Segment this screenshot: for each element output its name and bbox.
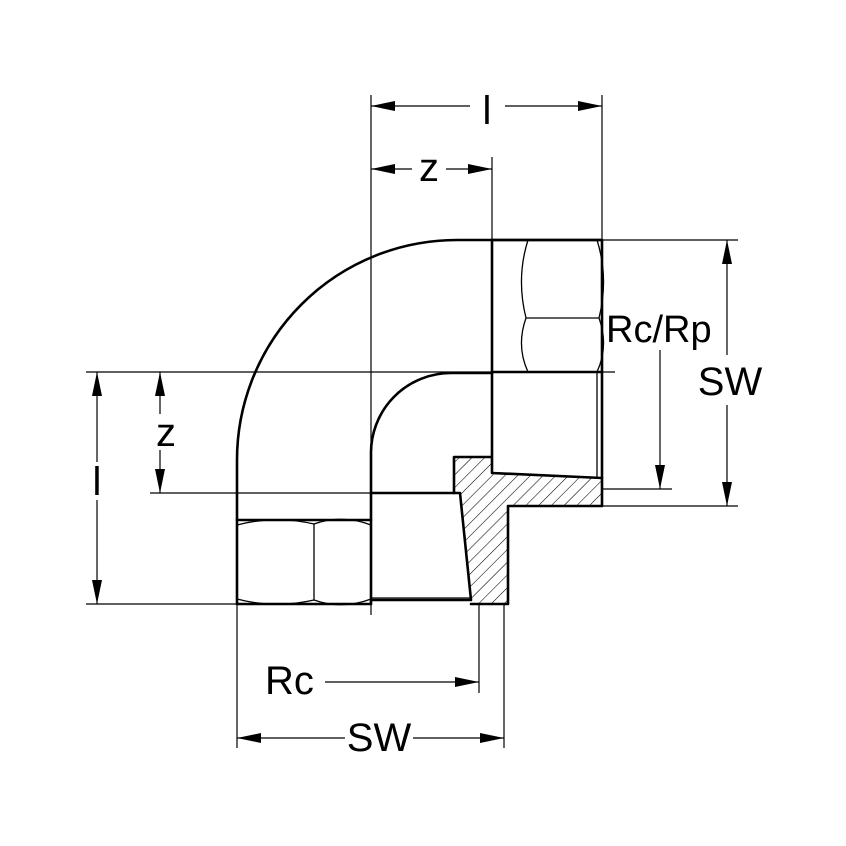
elbow-body <box>235 238 605 606</box>
dimension-top-z: z <box>371 146 492 190</box>
top-l-label: l <box>483 89 492 133</box>
dimension-right-sw: SW <box>698 240 763 506</box>
inner-bend <box>369 371 494 522</box>
bottom-socket-bore <box>369 491 473 602</box>
left-z-label: z <box>156 411 176 455</box>
extension-lines <box>86 95 738 748</box>
bottom-sw-label: SW <box>347 716 412 760</box>
rc-label: Rc <box>265 659 314 703</box>
section-outline <box>452 455 604 606</box>
top-hex-facets <box>520 239 605 373</box>
top-socket-bore <box>490 370 604 480</box>
bottom-hex-facets <box>236 518 372 606</box>
dimension-left-l: l <box>92 372 102 604</box>
right-sw-label: SW <box>698 360 763 404</box>
dimension-rc: Rc <box>265 659 479 703</box>
section-hatch <box>454 457 601 604</box>
dimension-top-l: l <box>371 89 602 133</box>
bottom-hex-nut <box>235 518 373 606</box>
dimension-left-z: z <box>155 372 176 493</box>
top-hex-nut <box>490 238 604 374</box>
dimension-rc-rp: Rc/Rp <box>606 309 712 489</box>
top-z-label: z <box>419 146 439 190</box>
left-l-label: l <box>93 460 102 504</box>
outer-bend <box>235 238 604 522</box>
rc-rp-label: Rc/Rp <box>606 309 712 351</box>
dimension-bottom-sw: SW <box>237 716 504 760</box>
